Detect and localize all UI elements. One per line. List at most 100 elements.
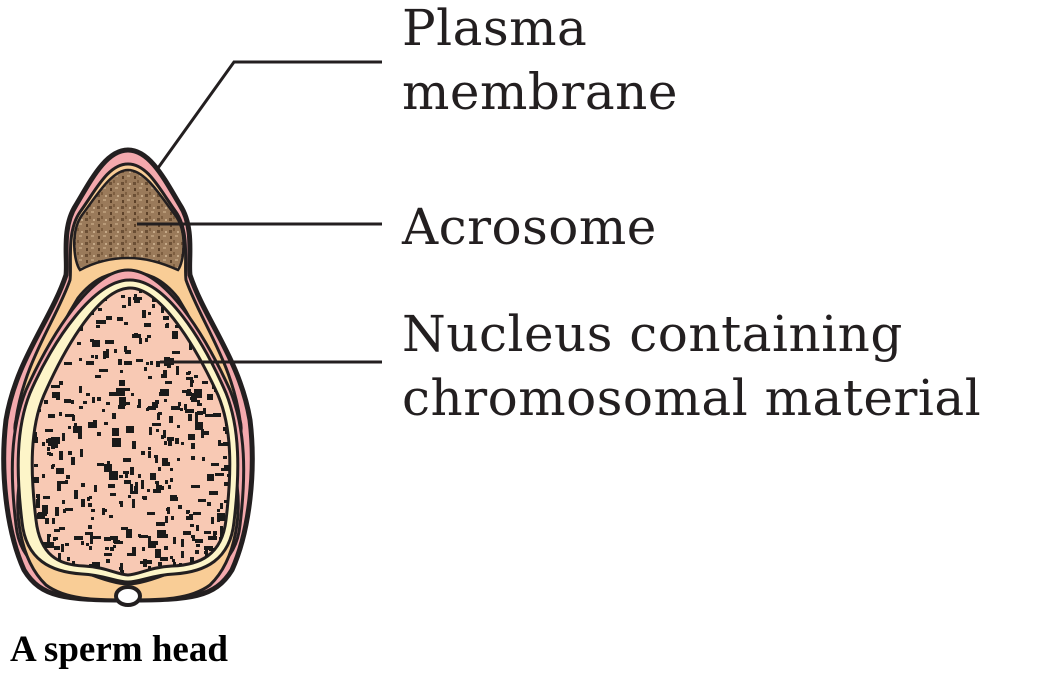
chromatin-speck — [146, 362, 149, 365]
chromatin-speck — [79, 386, 82, 393]
chromatin-speck — [142, 496, 146, 499]
chromatin-speck — [45, 429, 53, 432]
chromatin-speck — [171, 497, 178, 501]
chromatin-speck — [68, 451, 72, 455]
chromatin-speck — [73, 426, 82, 433]
chromatin-speck — [148, 312, 151, 315]
chromatin-speck — [155, 481, 159, 484]
chromatin-speck — [121, 570, 124, 573]
chromatin-speck — [213, 311, 216, 314]
chromatin-speck — [42, 288, 50, 290]
chromatin-speck — [54, 537, 58, 540]
label-acrosome: Acrosome — [402, 198, 657, 256]
chromatin-speck — [170, 478, 173, 482]
chromatin-speck — [104, 553, 112, 556]
chromatin-speck — [191, 535, 195, 538]
chromatin-speck — [80, 324, 83, 331]
chromatin-speck — [124, 322, 128, 325]
chromatin-speck — [147, 489, 150, 492]
chromatin-speck — [185, 409, 194, 413]
chromatin-speck — [51, 443, 55, 449]
chromatin-speck — [78, 430, 82, 439]
chromatin-speck — [100, 320, 106, 324]
chromatin-speck — [89, 564, 93, 567]
chromatin-speck — [110, 536, 118, 540]
chromatin-speck — [165, 381, 172, 384]
chromatin-speck — [123, 471, 129, 474]
chromatin-speck — [144, 323, 151, 327]
chromatin-speck — [112, 413, 116, 419]
chromatin-speck — [124, 388, 130, 391]
chromatin-speck — [225, 431, 228, 434]
chromatin-speck — [81, 499, 85, 507]
chromatin-speck — [152, 423, 161, 426]
chromatin-speck — [156, 486, 164, 490]
chromatin-speck — [142, 547, 145, 551]
chromatin-speck — [74, 536, 83, 540]
chromatin-speck — [229, 451, 230, 455]
chromatin-speck — [74, 490, 78, 499]
chromatin-speck — [217, 513, 225, 521]
chromatin-speck — [164, 546, 168, 550]
chromatin-speck — [98, 308, 102, 311]
chromatin-speck — [139, 338, 142, 344]
chromatin-speck — [158, 562, 162, 566]
chromatin-speck — [133, 297, 142, 300]
chromatin-speck — [191, 456, 195, 460]
chromatin-speck — [108, 484, 115, 488]
chromatin-speck — [64, 399, 71, 403]
chromatin-speck — [171, 406, 180, 410]
chromatin-speck — [130, 467, 134, 475]
chromatin-speck — [208, 536, 217, 540]
chromatin-speck — [195, 412, 201, 415]
chromatin-speck — [144, 560, 152, 564]
chromatin-speck — [189, 341, 192, 350]
chromatin-speck — [173, 537, 176, 544]
chromatin-speck — [83, 401, 87, 404]
chromatin-speck — [104, 298, 107, 301]
chromatin-speck — [192, 538, 195, 541]
chromatin-speck — [226, 335, 229, 341]
figure-caption: A sperm head — [10, 629, 228, 670]
chromatin-speck — [193, 512, 201, 515]
chromatin-speck — [221, 468, 230, 471]
chromatin-speck — [152, 298, 156, 302]
chromatin-speck — [138, 399, 141, 408]
chromatin-speck — [183, 531, 191, 535]
chromatin-speck — [191, 443, 195, 449]
chromatin-speck — [110, 493, 116, 496]
chromatin-speck — [196, 544, 200, 547]
chromatin-speck — [170, 468, 173, 471]
chromatin-speck — [32, 290, 38, 298]
chromatin-speck — [106, 559, 110, 563]
chromatin-speck — [103, 509, 107, 512]
chromatin-speck — [36, 494, 40, 498]
chromatin-speck — [86, 543, 89, 546]
chromatin-speck — [228, 317, 230, 323]
chromatin-speck — [208, 478, 212, 481]
chromatin-speck — [85, 532, 93, 535]
chromatin-speck — [66, 475, 70, 479]
chromatin-speck — [46, 439, 53, 443]
chromatin-speck — [189, 514, 193, 520]
chromatin-speck — [81, 483, 85, 487]
chromatin-speck — [177, 458, 180, 461]
chromatin-speck — [190, 380, 194, 383]
chromatin-speck — [122, 305, 126, 308]
chromatin-speck — [196, 525, 199, 531]
chromatin-speck — [158, 467, 161, 471]
chromatin-speck — [186, 510, 190, 513]
chromatin-speck — [218, 440, 221, 444]
chromatin-speck — [187, 389, 191, 392]
chromatin-speck — [164, 441, 167, 445]
chromatin-speck — [207, 474, 214, 481]
chromatin-speck — [156, 361, 160, 367]
chromatin-speck — [169, 416, 173, 423]
chromatin-speck — [136, 359, 143, 362]
chromatin-speck — [88, 422, 97, 428]
chromatin-speck — [165, 324, 169, 328]
chromatin-speck — [135, 482, 138, 486]
chromatin-speck — [119, 397, 126, 406]
chromatin-speck — [121, 527, 128, 530]
chromatin-speck — [175, 438, 179, 444]
